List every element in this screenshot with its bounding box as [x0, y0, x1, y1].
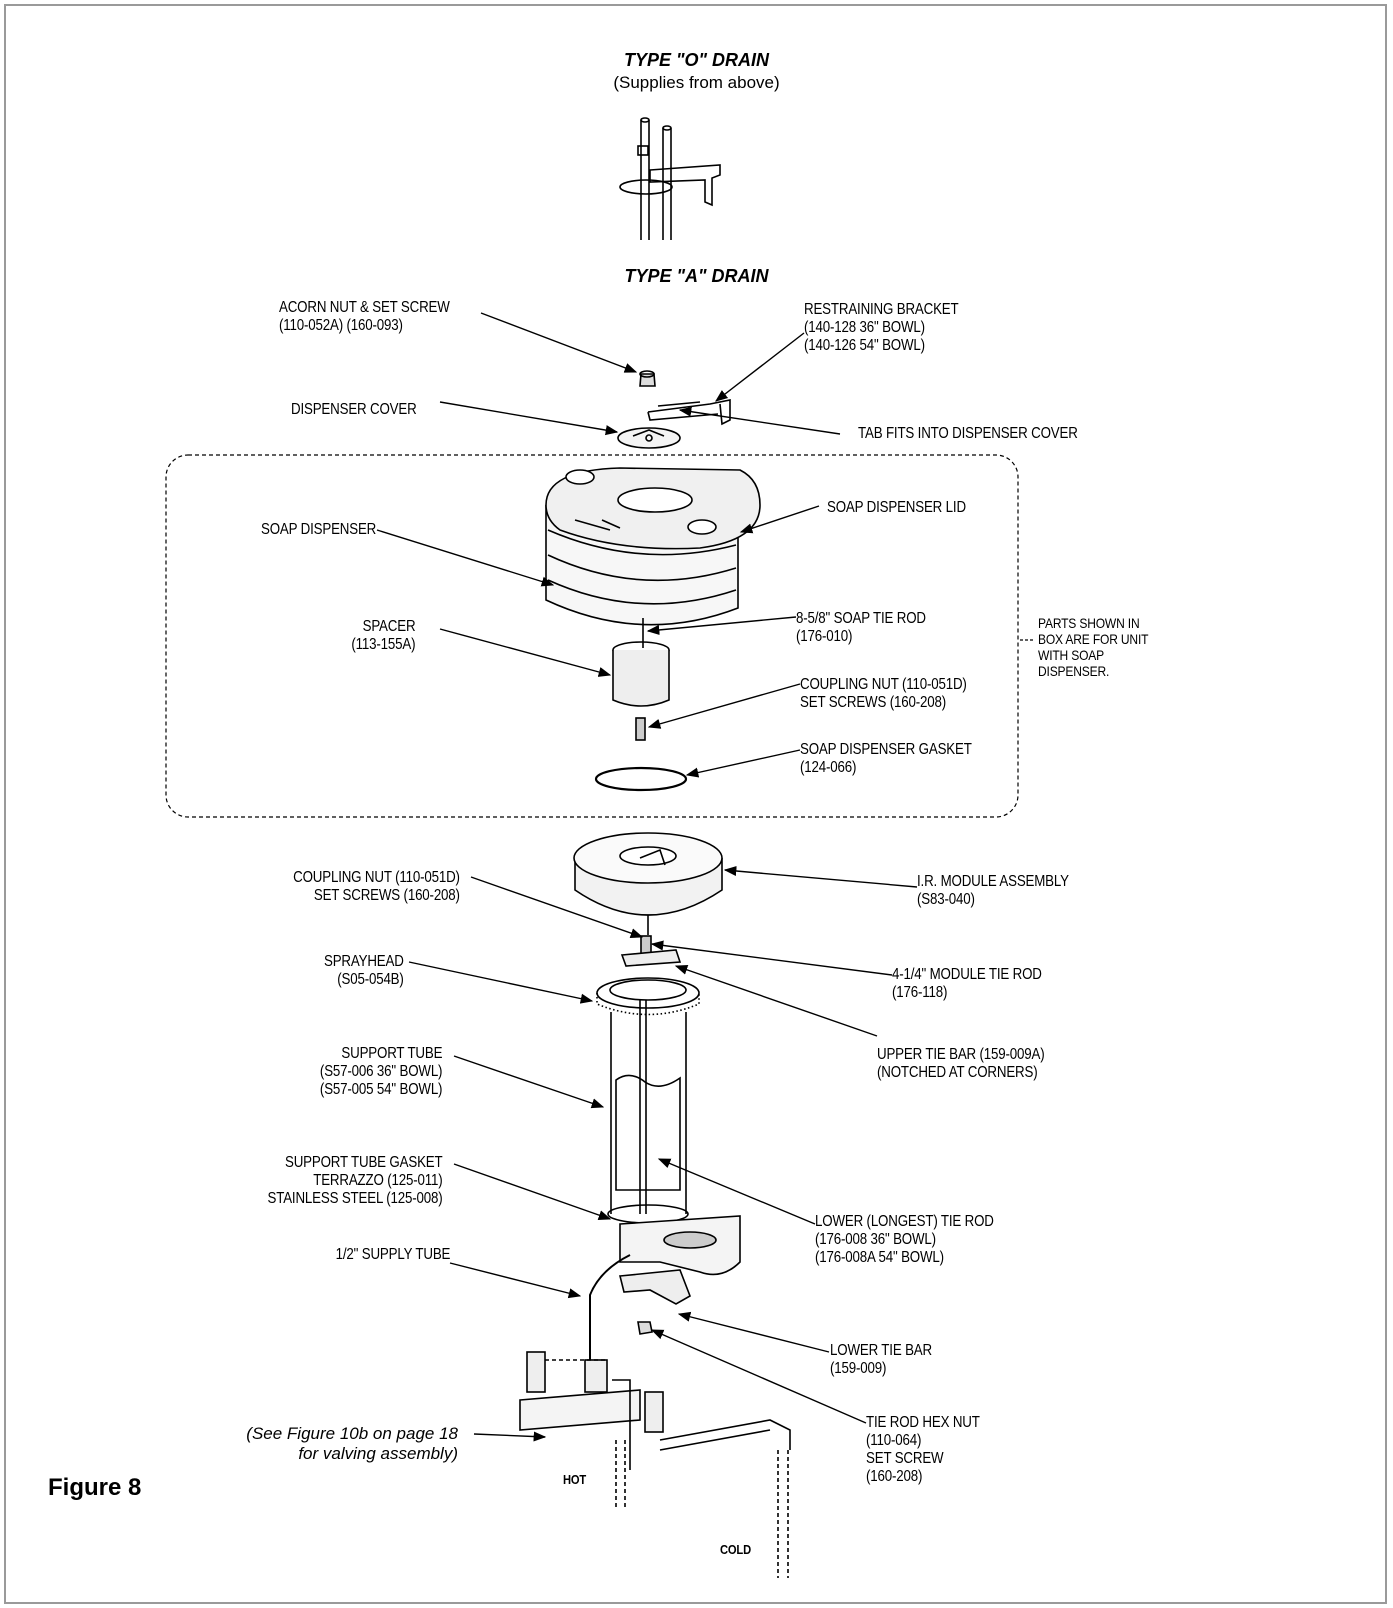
valving-assembly-part: [519, 1351, 791, 1578]
upper-tie-bar-part: [620, 949, 682, 967]
sprayhead-label: SPRAYHEAD(S05-054B): [324, 953, 404, 988]
spacer-label: SPACER(113-155A): [351, 618, 415, 653]
cold-label: COLD: [720, 1542, 751, 1557]
module-tie-rod-label: 4-1/4" MODULE TIE ROD(176-118): [892, 966, 1042, 1001]
ir-module-part: [573, 832, 723, 916]
tie-rod-hex-nut-part: [637, 1321, 653, 1335]
hot-label: HOT: [563, 1472, 587, 1487]
lower-tie-bar-part: [618, 1269, 691, 1305]
ir-module-label: I.R. MODULE ASSEMBLY(S83-040): [917, 873, 1069, 908]
lower-tie-bar-label: LOWER TIE BAR(159-009): [830, 1342, 932, 1377]
restraining-bracket-part: [647, 399, 731, 426]
coupling-nut-upper-label: COUPLING NUT (110-051D)SET SCREWS (160-2…: [800, 676, 967, 711]
spacer-part: [612, 618, 670, 707]
support-tube-label: SUPPORT TUBE(S57-006 36" BOWL)(S57-005 5…: [319, 1045, 443, 1098]
coupling-nut-upper-part: [635, 717, 646, 741]
figure-caption: Figure 8: [48, 1474, 142, 1501]
soap-gasket-part: [594, 766, 688, 792]
sprayhead-part: [596, 977, 700, 1016]
acorn-nut-label: ACORN NUT & SET SCREW(110-052A) (160-093…: [279, 299, 450, 334]
coupling-nut-lower-label: COUPLING NUT (110-051D)SET SCREWS (160-2…: [293, 869, 460, 904]
soap-tie-rod-label: 8-5/8" SOAP TIE ROD(176-010): [796, 610, 926, 645]
acorn-nut-part: [639, 370, 656, 387]
upper-tie-bar-label: UPPER TIE BAR (159-009A)(NOTCHED AT CORN…: [877, 1046, 1045, 1081]
type-o-drain-illustration: [619, 117, 721, 240]
soap-dispenser-lid-label: SOAP DISPENSER LID: [827, 499, 966, 516]
type-a-title: TYPE "A" DRAIN: [624, 266, 769, 286]
soap-dispenser-label: SOAP DISPENSER: [261, 521, 377, 538]
soap-dispenser-parts-box: [165, 454, 1019, 818]
dispenser-cover-part: [617, 427, 681, 449]
page-frame: [4, 4, 1387, 1604]
supply-tube-part: [589, 1254, 631, 1360]
support-tube-base-part: [607, 1204, 741, 1276]
support-tube-part: [610, 1000, 687, 1214]
dispenser-cover-label: DISPENSER COVER: [291, 401, 417, 418]
soap-gasket-label: SOAP DISPENSER GASKET(124-066): [800, 741, 972, 776]
restraining-bracket-label: RESTRAINING BRACKET(140-128 36" BOWL)(14…: [804, 301, 959, 354]
type-o-subtitle: (Supplies from above): [613, 73, 780, 92]
soap-dispenser-part: [545, 467, 761, 626]
type-o-title: TYPE "O" DRAIN: [623, 50, 770, 70]
supply-tube-label: 1/2" SUPPLY TUBE: [335, 1246, 450, 1263]
lower-tie-rod-label: LOWER (LONGEST) TIE ROD(176-008 36" BOWL…: [815, 1213, 994, 1266]
tie-rod-hex-nut-label: TIE ROD HEX NUT(110-064)SET SCREW(160-20…: [866, 1414, 980, 1485]
tab-fits-label: TAB FITS INTO DISPENSER COVER: [858, 425, 1078, 442]
leader-lines: [376, 312, 918, 1442]
